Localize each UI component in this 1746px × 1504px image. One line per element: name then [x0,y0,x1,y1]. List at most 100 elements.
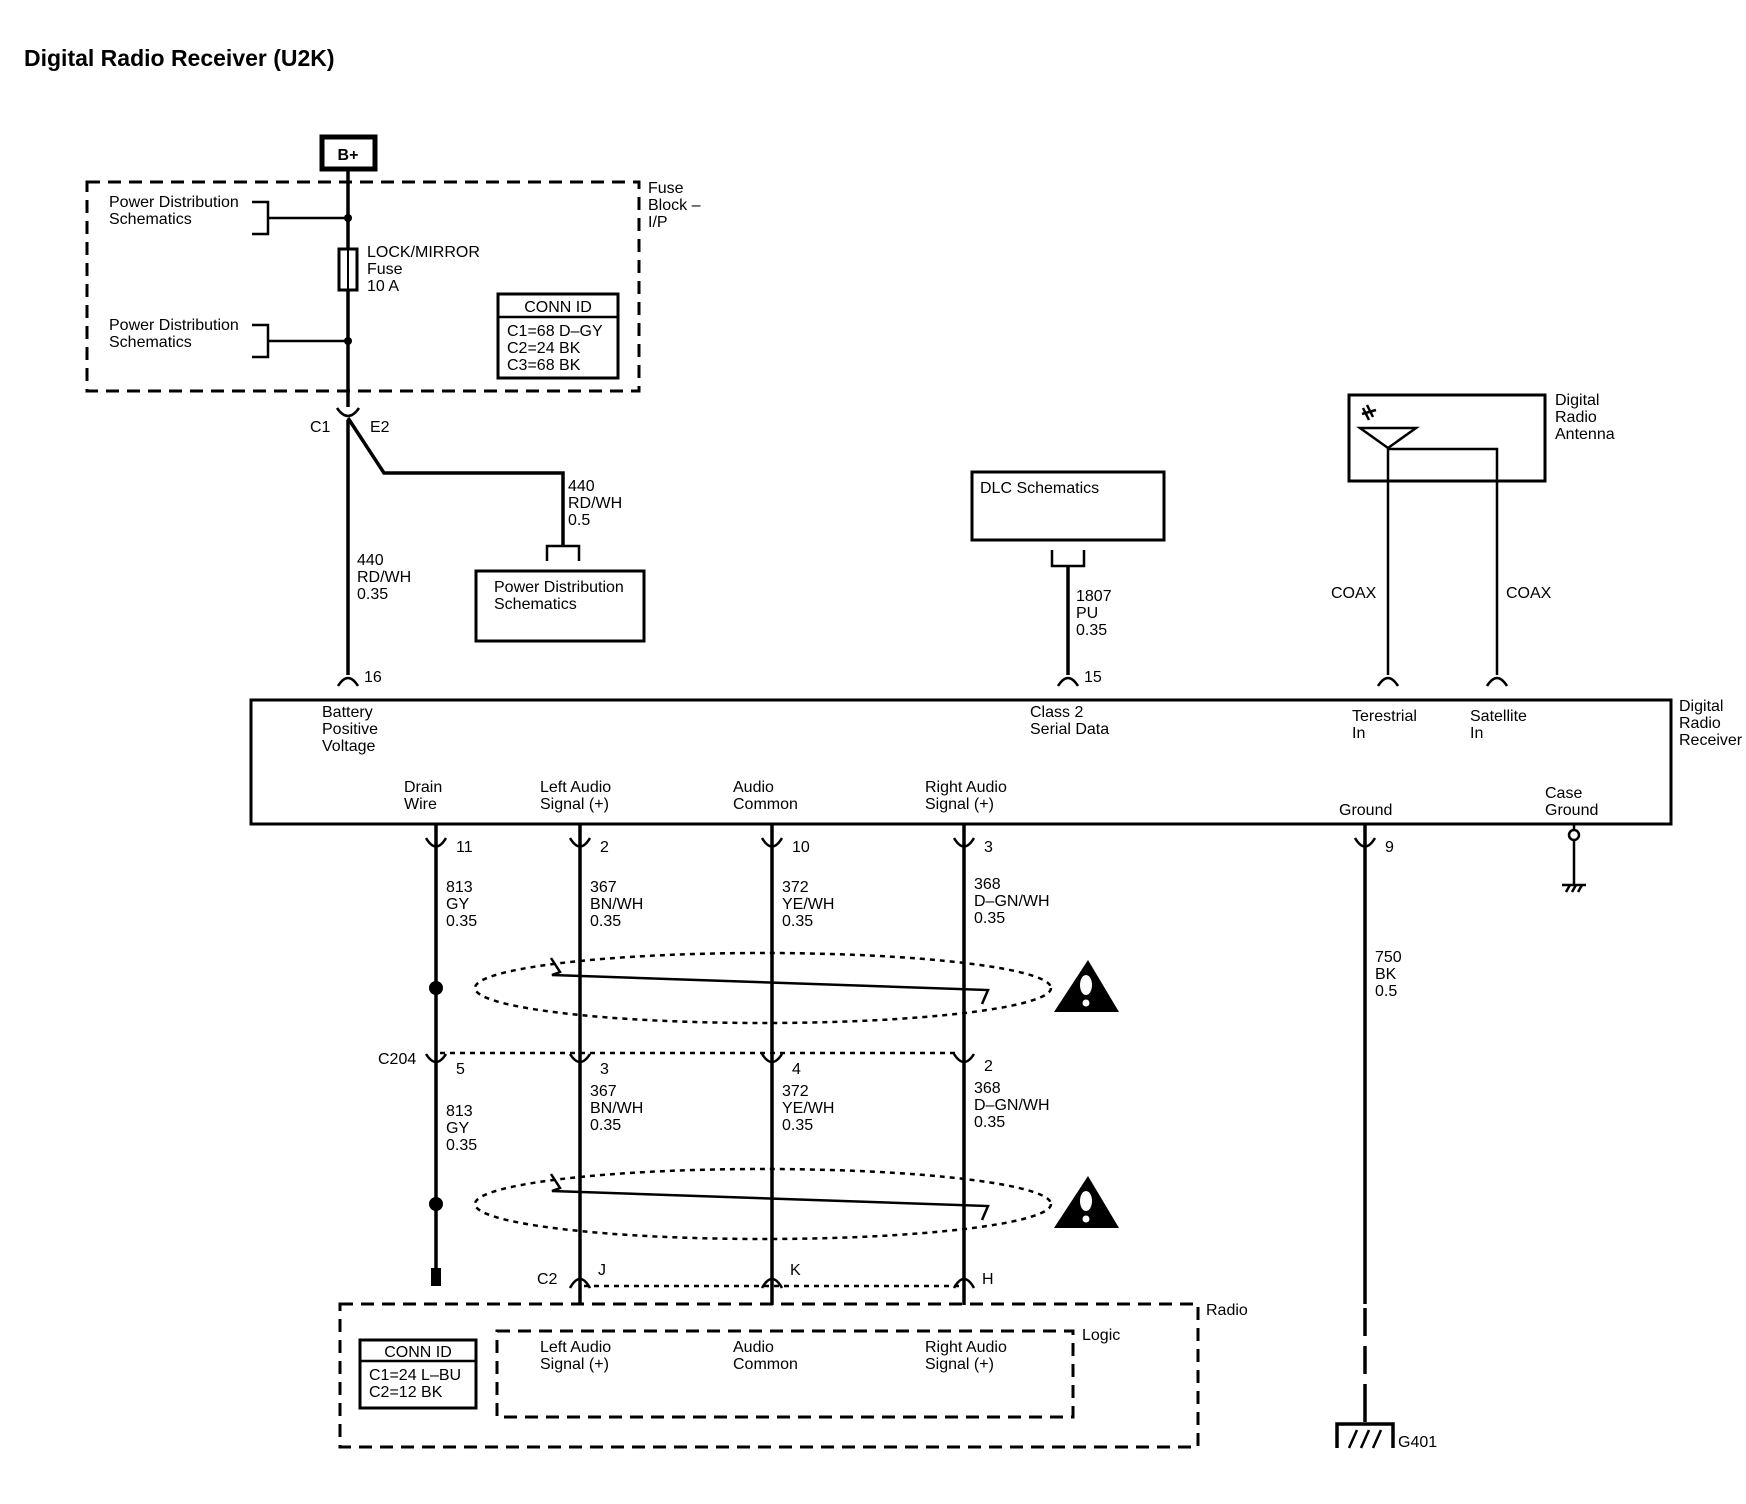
left-upper-2: BN/WH [590,896,643,913]
lower-warning-icon [1054,1176,1119,1228]
radio-left-audio-1: Left Audio [540,1339,611,1356]
b-plus-label: B+ [338,147,359,164]
dlc-box: DLC Schematics [970,470,1166,542]
c1-e2-connector: C1 E2 [310,407,390,436]
pd-branch-termination [545,544,581,561]
satellite-label-1: Satellite [1470,708,1527,725]
pd-box-line1: Power Distribution [494,579,624,596]
pd-ref-2-line1: Power Distribution [109,317,239,334]
antenna-label-2: Radio [1555,409,1597,426]
g401-label: G401 [1398,1434,1437,1451]
radio-right-audio-1: Right Audio [925,1339,1007,1356]
receiver-top-connectors [336,676,1509,687]
fuse-label-3: 10 A [367,278,399,295]
satellite-label-2: In [1470,725,1483,742]
c204-pin-4: 4 [792,1061,801,1078]
right-lower-3: 0.35 [974,1114,1005,1131]
ground-wire-3: 0.5 [1375,983,1397,1000]
radio-conn-id-row2: C2=12 BK [369,1384,443,1401]
pd-ref-1-line1: Power Distribution [109,194,239,211]
receiver-name-3: Receiver [1679,732,1743,749]
left-upper-3: 0.35 [590,913,621,930]
radio-conn-id-header: CONN ID [384,1344,452,1361]
pd-branch-wire-2: RD/WH [568,495,622,512]
ground-wire-2: BK [1375,966,1397,983]
right-upper-3: 0.35 [974,910,1005,927]
drain-upper-1: 813 [446,879,473,896]
left-upper-1: 367 [590,879,617,896]
c204-label: C204 [378,1051,416,1068]
pin-15: 15 [1084,669,1102,686]
pin-16: 16 [364,669,382,686]
lock-mirror-fuse: LOCK/MIRROR Fuse 10 A [337,244,480,295]
fuse-conn-id-row1: C1=68 D–GY [507,323,603,340]
upper-shield [429,951,1053,1025]
coax-left-label: COAX [1331,585,1377,602]
radio-label: Radio [1206,1302,1248,1319]
pd-ref-1-line2: Schematics [109,211,192,228]
antenna-label-3: Antenna [1555,426,1615,443]
battery-positive-3: Voltage [322,738,375,755]
fuse-block-conn-id: CONN ID C1=68 D–GY C2=24 BK C3=68 BK [496,292,620,380]
batt-wire-2: RD/WH [357,569,411,586]
common-lower-1: 372 [782,1083,809,1100]
battery-positive-2: Positive [322,721,378,738]
c2-connector [568,1277,976,1289]
radio-conn-id: CONN ID C1=24 L–BU C2=12 BK [358,1338,478,1410]
antenna-label-1: Digital [1555,392,1599,409]
radio-right-audio-2: Signal (+) [925,1356,994,1373]
digital-radio-receiver [249,698,1673,826]
pin-2: 2 [600,839,609,856]
pd-branch-wire-3: 0.5 [568,512,590,529]
digital-radio-antenna: Digital Radio Antenna [1347,392,1615,675]
ground-wire-1: 750 [1375,949,1402,966]
common-upper-2: YE/WH [782,896,834,913]
c2-pin-k: K [790,1262,801,1279]
class2-wire-2: PU [1076,605,1098,622]
fuse-block-label-3: I/P [648,214,668,231]
right-upper-1: 368 [974,876,1001,893]
batt-wire-1: 440 [357,552,384,569]
diagram-title: Digital Radio Receiver (U2K) [24,45,335,71]
class2-wire-3: 0.35 [1076,622,1107,639]
drain-lower-1: 813 [446,1103,473,1120]
c1-label: C1 [310,419,331,436]
fuse-block-label-2: Block – [648,197,701,214]
c204-pin-5: 5 [456,1061,465,1078]
common-lower-3: 0.35 [782,1117,813,1134]
dlc-termination [1050,550,1086,568]
pd-ref-2-line2: Schematics [109,334,192,351]
case-ground-label-1: Case [1545,785,1582,802]
e2-label: E2 [370,419,390,436]
logic-label: Logic [1082,1327,1120,1344]
common-upper-3: 0.35 [782,913,813,930]
pd-ref-2: Power Distribution Schematics [109,317,352,359]
common-upper-1: 372 [782,879,809,896]
terrestrial-label-2: In [1352,725,1365,742]
radio-boundary [338,1302,1200,1449]
drain-lower-3: 0.35 [446,1137,477,1154]
c2-pin-h: H [982,1271,994,1288]
drain-wire-end [431,1268,441,1286]
g401-ground-symbol [1335,1400,1395,1449]
common-lower-2: YE/WH [782,1100,834,1117]
drain-lower-2: GY [446,1120,469,1137]
right-audio-label-2: Signal (+) [925,796,994,813]
left-audio-label-1: Left Audio [540,779,611,796]
fuse-conn-id-header: CONN ID [524,299,592,316]
pin-10: 10 [792,839,810,856]
terrestrial-label-1: Terestrial [1352,708,1417,725]
right-lower-1: 368 [974,1080,1001,1097]
right-audio-label-1: Right Audio [925,779,1007,796]
ground-label: Ground [1339,802,1392,819]
dlc-box-label: DLC Schematics [980,480,1099,497]
battery-positive-1: Battery [322,704,373,721]
c204-pin-3: 3 [600,1061,609,1078]
lower-shield [429,1167,1053,1241]
pd-ref-1: Power Distribution Schematics [109,194,352,236]
fuse-block-label-1: Fuse [648,180,684,197]
pd-box: Power Distribution Schematics [474,569,646,643]
pd-branch-wire-1: 440 [568,478,595,495]
audio-common-label-2: Common [733,796,798,813]
